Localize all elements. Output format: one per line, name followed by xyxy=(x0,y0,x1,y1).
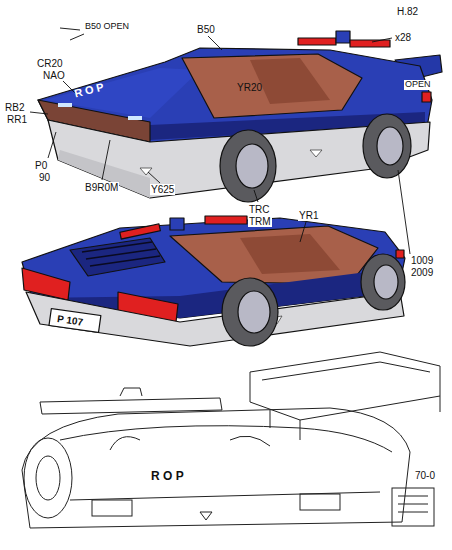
callout-label: RB2 xyxy=(4,102,25,113)
callout-label: RR1 xyxy=(6,114,28,125)
callout-label: YR1 xyxy=(298,210,319,221)
callout-label: 90 xyxy=(38,172,51,183)
callout-label: NAO xyxy=(42,70,66,81)
pencil-sketch xyxy=(22,28,440,528)
callout-label: TRC xyxy=(248,204,271,215)
callout-label: 70-0 xyxy=(414,470,436,481)
callout-label: H.82 xyxy=(396,6,419,17)
callout-label: Y625 xyxy=(150,184,175,195)
callout-label: B9R0M xyxy=(84,182,119,193)
leader-lines xyxy=(30,36,410,254)
callout-label: TRM xyxy=(248,216,272,227)
callout-label: B50 OPEN xyxy=(84,22,130,32)
rear-view-car xyxy=(22,216,405,346)
callout-label: YR20 xyxy=(236,82,263,93)
callout-label: CR20 xyxy=(36,58,64,69)
callout-label: R O P xyxy=(150,470,185,483)
callout-label: OPEN xyxy=(404,80,432,90)
callout-label: x28 xyxy=(394,32,412,43)
callout-label: P0 xyxy=(34,160,48,171)
front-view-car xyxy=(38,31,442,202)
callout-label: 1009 xyxy=(410,255,434,266)
callout-label: B50 xyxy=(196,24,216,35)
callout-label: 2009 xyxy=(410,267,434,278)
